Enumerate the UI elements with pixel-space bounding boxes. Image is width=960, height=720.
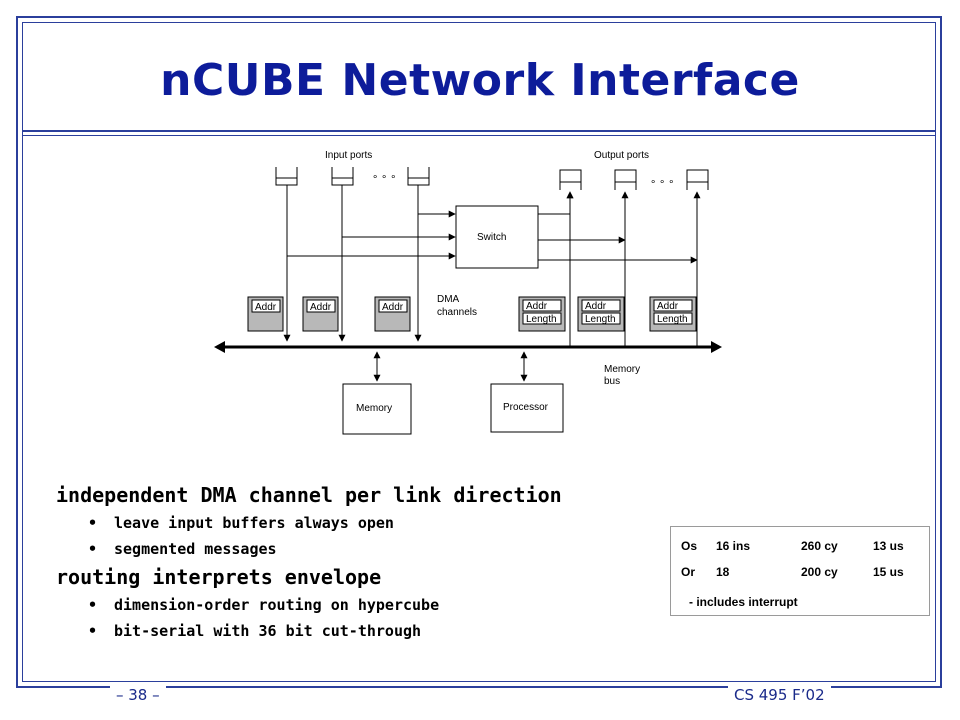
output-port-2 — [614, 169, 637, 190]
output-port-1 — [559, 169, 582, 190]
length-label: Length — [585, 314, 616, 325]
slide-frame-inner — [22, 22, 936, 682]
addr-label: Addr — [382, 302, 404, 313]
title-rule — [22, 130, 936, 132]
input-port-3 — [407, 167, 430, 186]
dma-input-channel-2: Addr — [302, 296, 339, 332]
dma-input-channel-1: Addr — [247, 296, 284, 332]
stats-cell: 13 us — [873, 539, 904, 553]
addr-label: Addr — [526, 301, 548, 312]
slide-title: nCUBE Network Interface — [160, 55, 800, 106]
memory-label: Memory — [356, 403, 392, 414]
dma-output-channel-3: Addr Length — [649, 296, 697, 332]
input-ports-ellipsis: ∘ ∘ ∘ — [372, 172, 396, 183]
input-ports-label: Input ports — [325, 150, 372, 161]
dma-label-line2: channels — [437, 307, 477, 318]
stats-note: - includes interrupt — [689, 595, 798, 609]
stats-cell: 16 ins — [716, 539, 751, 553]
processor-label: Processor — [503, 402, 549, 413]
memory-bus-label-line1: Memory — [604, 364, 640, 375]
bullet-level1: independent DMA channel per link directi… — [56, 483, 562, 507]
addr-label: Addr — [585, 301, 607, 312]
dma-output-channel-1: Addr Length — [518, 296, 566, 332]
memory-bus-label-line2: bus — [604, 376, 620, 387]
dma-label-line1: DMA — [437, 294, 460, 305]
switch-label: Switch — [477, 232, 506, 243]
dma-input-channel-3: Addr — [374, 296, 411, 332]
memory-box — [342, 383, 412, 435]
input-port-1 — [275, 167, 298, 186]
bullet-level2: dimension-order routing on hypercube — [88, 592, 656, 618]
bullet-level2: bit-serial with 36 bit cut-through — [88, 618, 656, 644]
stats-cell: 15 us — [873, 565, 904, 579]
addr-label: Addr — [310, 302, 332, 313]
overhead-stats-table: Os 16 ins 260 cy 13 us Or 18 200 cy 15 u… — [670, 526, 930, 616]
bullet-level2: leave input buffers always open — [88, 510, 656, 536]
length-label: Length — [526, 314, 557, 325]
output-ports-ellipsis: ∘ ∘ ∘ — [650, 177, 674, 188]
addr-label: Addr — [255, 302, 277, 313]
stats-cell: 260 cy — [801, 539, 838, 553]
processor-box — [490, 383, 564, 433]
output-port-3 — [686, 169, 709, 190]
stats-cell: Or — [681, 565, 696, 579]
input-port-2 — [331, 167, 354, 186]
addr-label: Addr — [657, 301, 679, 312]
stats-row-or: Or 18 200 cy 15 us — [671, 565, 929, 581]
length-label: Length — [657, 314, 688, 325]
slide-number: – 38 – — [110, 686, 166, 704]
bullet-list: independent DMA channel per link directi… — [56, 480, 656, 644]
memory-bus — [214, 341, 722, 353]
stats-cell: 18 — [716, 565, 730, 579]
dma-output-channel-2: Addr Length — [577, 296, 625, 332]
switch-box — [455, 205, 539, 269]
course-label: CS 495 F’02 — [728, 686, 831, 704]
slide-frame-outer — [16, 16, 942, 688]
stats-cell: 200 cy — [801, 565, 838, 579]
stats-cell: Os — [681, 539, 698, 553]
output-ports-label: Output ports — [594, 150, 649, 161]
bullet-level2: segmented messages — [88, 536, 656, 562]
stats-row-os: Os 16 ins 260 cy 13 us — [671, 539, 929, 555]
bullet-level1: routing interprets envelope — [56, 565, 382, 589]
title-rule-thin — [22, 135, 936, 136]
